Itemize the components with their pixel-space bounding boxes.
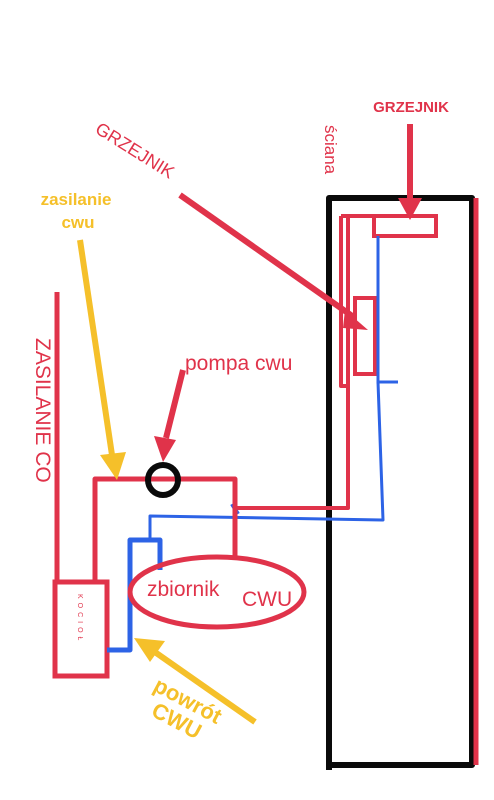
label-zasilanie-cwu-1: zasilanie: [41, 190, 112, 209]
label-sciana: ściana: [321, 125, 340, 175]
label-pompa-cwu: pompa cwu: [185, 352, 292, 375]
arrow-grzejnik-diag: [178, 192, 368, 330]
cwu-tank: [127, 554, 307, 630]
cwu-return-main: [148, 381, 385, 540]
arrow-grzejnik-top: [398, 124, 422, 220]
label-kociol: KOCIOŁ: [76, 594, 83, 644]
co-supply-to-wall: [235, 386, 350, 510]
radiator-supply-pipe: [339, 214, 374, 388]
boiler-return-pipe: [107, 537, 163, 653]
arrow-pompa-cwu: [154, 369, 186, 462]
wall: [326, 195, 475, 770]
radiator-side: [353, 296, 377, 376]
label-zasilanie-co: ZASILANIE CO: [31, 338, 54, 483]
label-grzejnik-top: GRZEJNIK: [373, 99, 449, 116]
pump-cwu: [145, 462, 181, 498]
arrow-zasilanie-cwu: [77, 239, 126, 480]
label-zasilanie-cwu-2: cwu: [61, 213, 94, 232]
arrow-powrot-cwu: [134, 638, 257, 725]
radiator-top: [372, 214, 438, 238]
label-cwu-tank: CWU: [242, 588, 292, 611]
wall-outline: [326, 195, 475, 770]
radiator-return-pipe: [376, 236, 398, 384]
label-grzejnik-diag: GRZEJNIK: [92, 118, 178, 182]
boiler-supply-loop: [92, 476, 238, 582]
label-zbiornik: zbiornik: [147, 578, 220, 601]
boiler: [52, 579, 110, 679]
